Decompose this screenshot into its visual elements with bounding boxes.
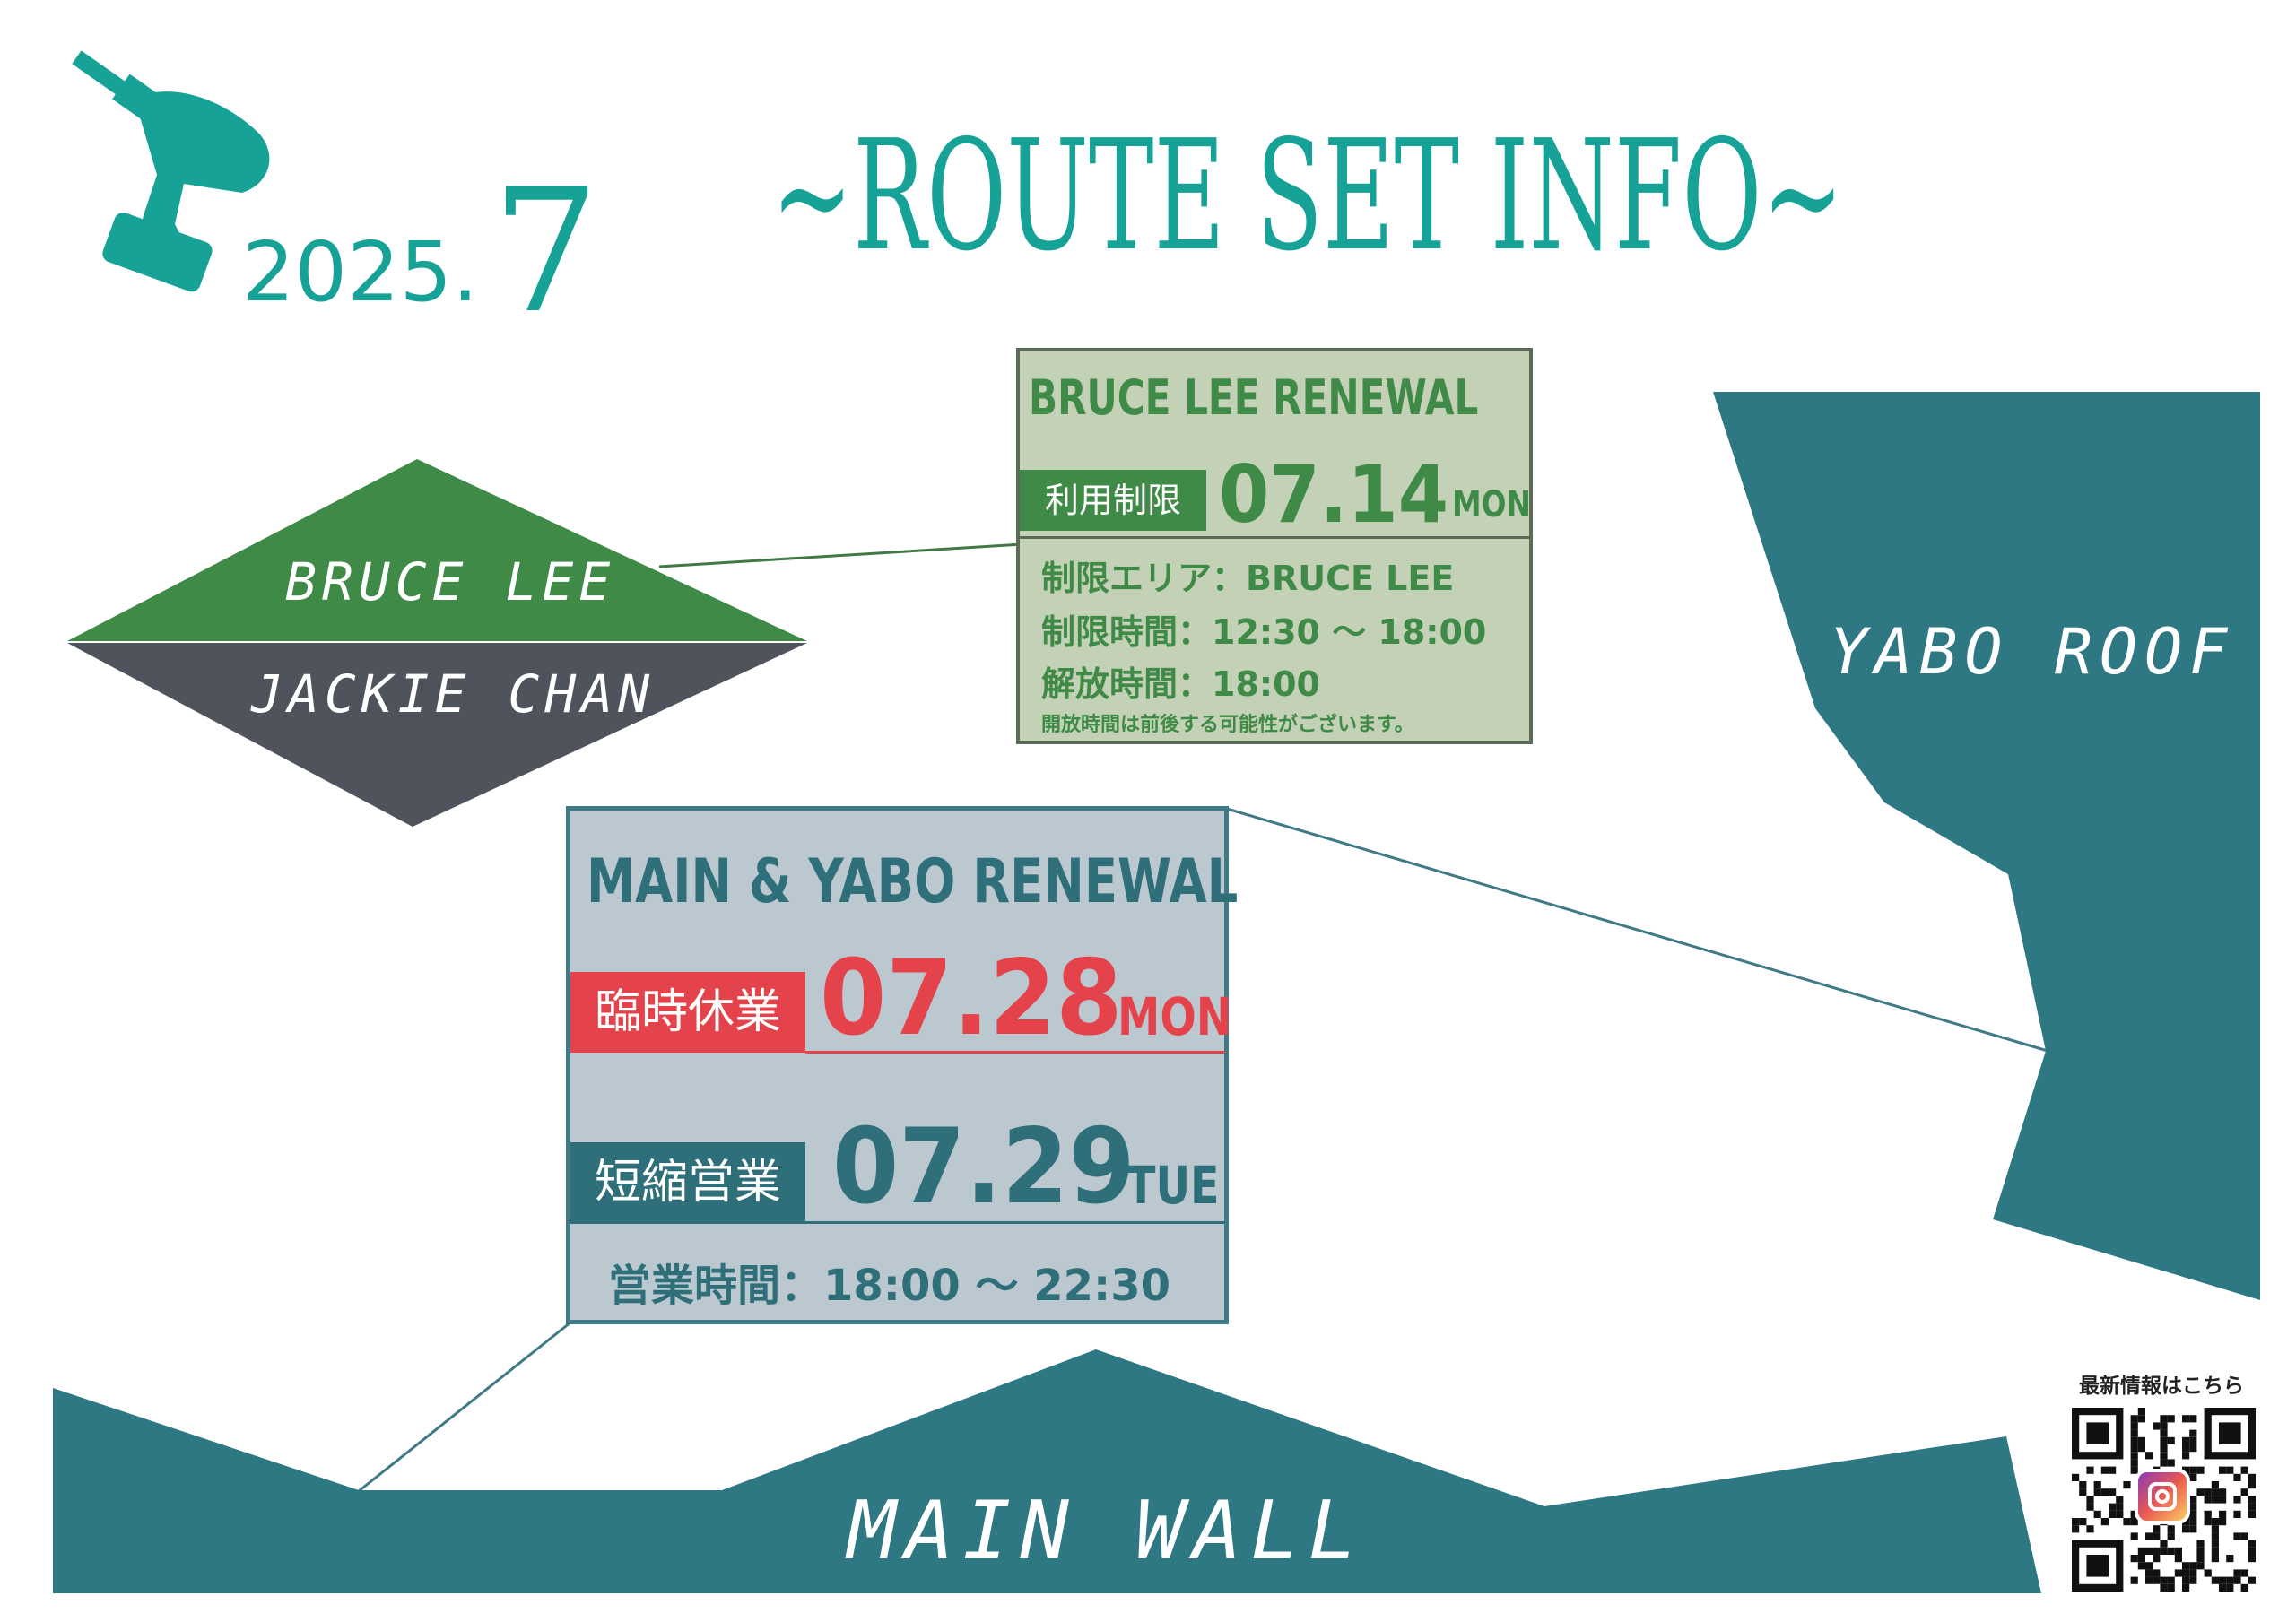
diamond-bottom [67, 643, 807, 827]
short-divider [570, 1221, 1225, 1224]
jackie-chan-label: JACKIE CHAN [251, 664, 656, 724]
main-notice-title-wrap: MAIN & YABO RENEWAL [587, 846, 1401, 917]
yabo-roof-wall [1713, 392, 2260, 1300]
closed-underline [805, 1051, 1225, 1054]
release-note: 開放時間は前後する可能性がございます。 [1041, 714, 1414, 736]
bruce-notice-title: BRUCE LEE RENEWAL [1029, 369, 1479, 426]
restriction-date: 07.14 [1219, 448, 1449, 541]
connector-main [358, 1321, 571, 1493]
bruce-date-wrap: 07.14 [1219, 448, 1468, 541]
bruce-notice-title-wrap: BRUCE LEE RENEWAL [1029, 369, 1605, 426]
diamond-top [67, 459, 807, 641]
bruce-divider [1020, 536, 1529, 539]
page-title: ~ROUTE SET INFO~ [771, 108, 2296, 285]
month-label: 7 [491, 152, 600, 351]
qr-caption: 最新情報はこちら [2079, 1375, 2244, 1398]
instagram-icon [2135, 1469, 2190, 1524]
main-wall-label: MAIN WALL [848, 1484, 1366, 1578]
bruce-weekday-wrap: MON [1452, 484, 1548, 525]
yabo-roof-label: YABO ROOF [1830, 615, 2235, 689]
connector-yabo [1226, 807, 2048, 1053]
connector-bruce [658, 542, 1023, 568]
closed-tag: 臨時休業 [570, 972, 805, 1053]
main-yabo-renewal-notice: MAIN & YABO RENEWAL 臨時休業 07.28 MON 短縮営業 … [566, 806, 1238, 1324]
restriction-area: 制限エリア：BRUCE LEE [1041, 559, 1455, 598]
restriction-tag: 利用制限 [1020, 470, 1206, 531]
restriction-time: 制限時間：12:30 ～ 18:00 [1041, 612, 1487, 652]
short-date: 07.29 [832, 1106, 1135, 1227]
closed-weekday-wrap: MON [1118, 986, 1257, 1047]
page-title-text: ~ROUTE SET INFO~ [771, 108, 1844, 285]
short-date-wrap: 07.29 [832, 1106, 1161, 1227]
release-time: 解放時間：18:00 [1041, 664, 1320, 704]
closed-weekday: MON [1118, 986, 1232, 1047]
bruce-renewal-notice: BRUCE LEE RENEWAL 利用制限 07.14 MON 制限エリア：B… [1016, 348, 1533, 744]
main-wall [53, 1349, 2041, 1593]
drill-icon [72, 50, 270, 292]
short-weekday: TUE [1126, 1155, 1220, 1216]
closed-date: 07.28 [820, 938, 1123, 1059]
bruce-lee-label: BRUCE LEE [285, 551, 616, 612]
restriction-weekday: MON [1452, 484, 1531, 525]
short-weekday-wrap: TUE [1126, 1155, 1239, 1216]
business-hours: 営業時間：18:00 ～ 22:30 [608, 1261, 1171, 1311]
short-hours-tag: 短縮営業 [570, 1142, 805, 1223]
closed-date-wrap: 07.28 [820, 938, 1149, 1059]
main-notice-title: MAIN & YABO RENEWAL [587, 846, 1239, 917]
year-label: 2025. [242, 224, 479, 320]
